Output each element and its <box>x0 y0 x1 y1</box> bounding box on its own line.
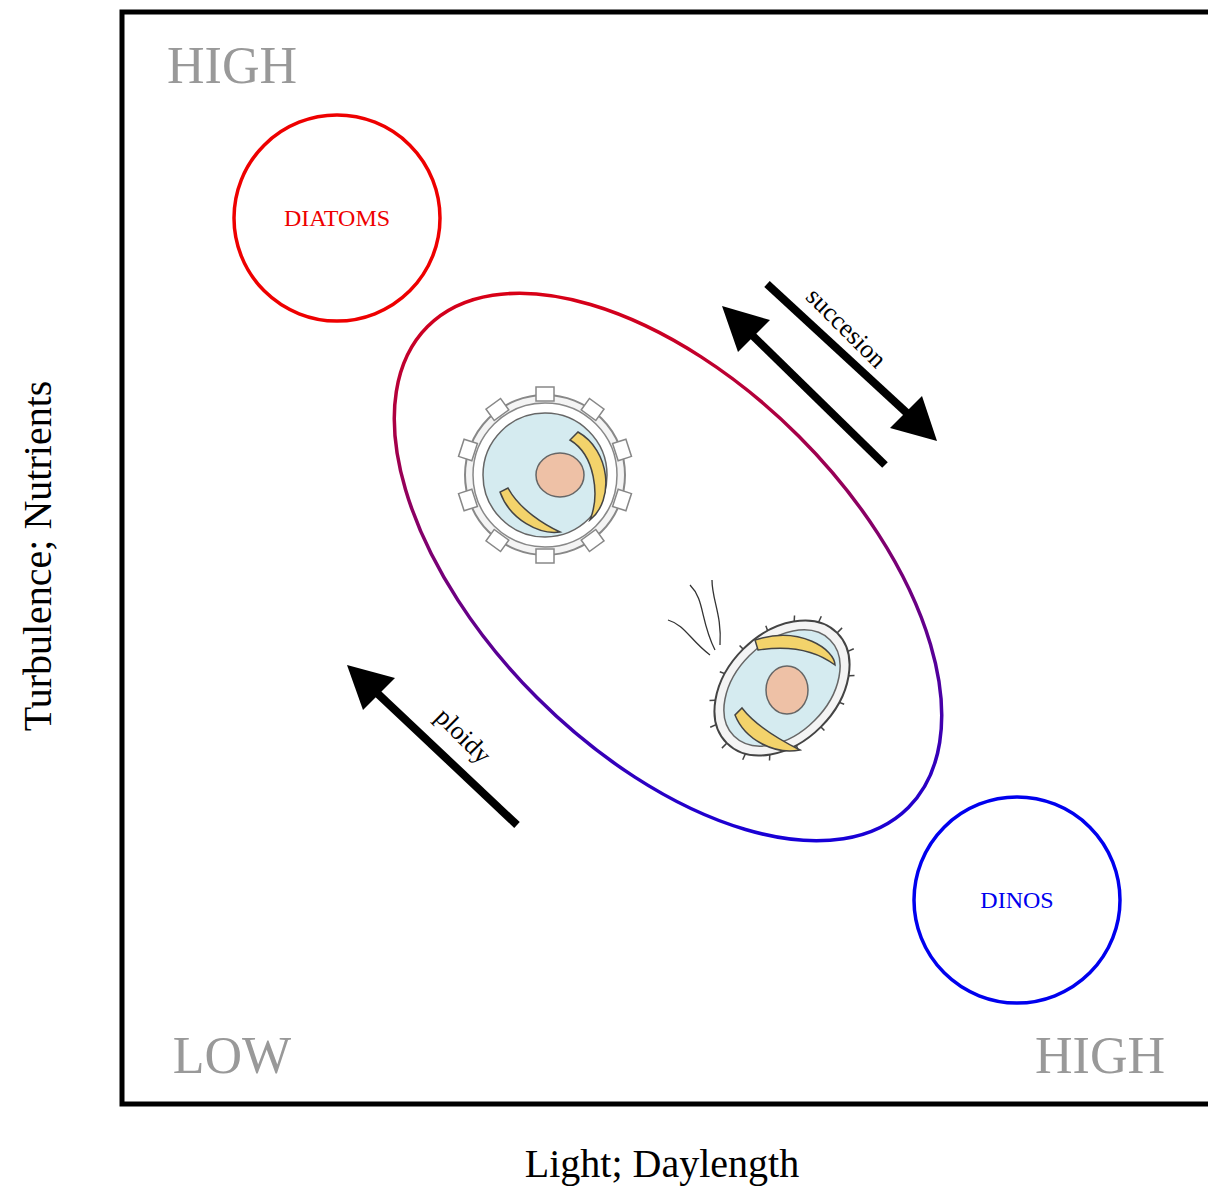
group-label: DIATOMS <box>284 205 390 232</box>
dinoflagellate-cell <box>668 580 876 782</box>
succession-arrows <box>722 284 937 465</box>
diatoms-circle: DIATOMS <box>232 113 442 323</box>
overlap-ellipse <box>297 196 1039 938</box>
y-axis-title: Turbulence; Nutrients <box>18 381 58 732</box>
diatom-cell <box>459 387 632 563</box>
plot-frame <box>122 12 1208 1104</box>
group-label: DINOS <box>980 887 1053 914</box>
axis-high: HIGH <box>167 40 297 92</box>
arrow-label: ploidy <box>430 703 495 768</box>
axis-high: HIGH <box>1035 1030 1165 1082</box>
dinos-circle: DINOS <box>912 795 1122 1005</box>
axis-low: LOW <box>173 1030 291 1082</box>
ploidy-arrow <box>347 665 517 825</box>
x-axis-title: Light; Daylength <box>525 1144 799 1184</box>
